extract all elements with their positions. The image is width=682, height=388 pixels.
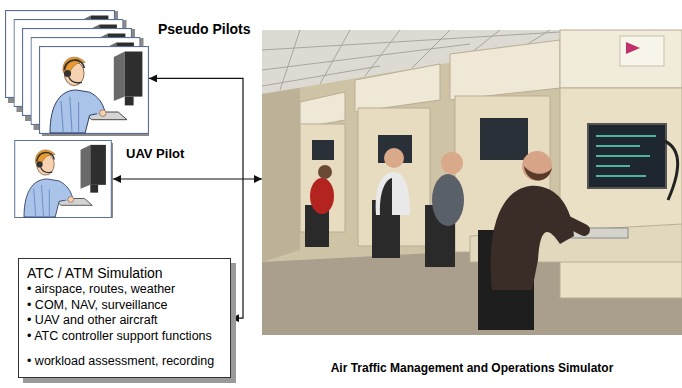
operator	[491, 186, 574, 290]
console-hood	[560, 30, 682, 88]
pilot-icon	[40, 47, 149, 134]
operator	[432, 174, 464, 226]
connector-arrow	[113, 178, 262, 179]
operator-vest	[380, 178, 392, 215]
console-cabinet	[560, 88, 682, 298]
bullet-item: • UAV and other aircraft	[27, 313, 218, 329]
console-screen	[588, 124, 666, 188]
operator	[376, 172, 410, 215]
poster-mark	[626, 42, 640, 54]
pilot-icon-box: UAV Pilot	[13, 140, 113, 218]
radar-display	[596, 136, 656, 176]
wall-poster	[620, 36, 664, 66]
photo-wall	[262, 30, 682, 335]
simulation-box: ATC / ATM Simulation• airspace, routes, …	[18, 258, 231, 378]
bullet-item: • COM, NAV, surveillance	[27, 298, 218, 314]
operator-head	[522, 151, 552, 181]
operator	[310, 178, 334, 214]
microphone-gooseneck	[662, 140, 678, 200]
group-heading: Pseudo Pilots	[158, 21, 251, 37]
pseudo-pilots-group: Pseudo Pilots	[5, 8, 149, 136]
console-hood	[450, 40, 560, 100]
operator-arm	[548, 212, 584, 230]
operator-head	[384, 148, 404, 168]
photo-side-wall	[262, 88, 300, 262]
photo-caption: Air Traffic Management and Operations Si…	[262, 361, 682, 375]
console-screen	[480, 118, 528, 160]
box-heading: ATC / ATM Simulation	[27, 264, 218, 282]
operator-head	[441, 152, 463, 174]
role-heading: UAV Pilot	[126, 146, 184, 161]
console-hood	[300, 92, 345, 128]
bullet-item: • workload assessment, recording	[27, 354, 218, 370]
operator-head	[318, 165, 332, 179]
bullet-item: • airspace, routes, weather	[27, 282, 218, 298]
photo-frame: Air Traffic Management and Operations Si…	[262, 30, 682, 335]
bullet-item: • ATC controller support functions	[27, 329, 218, 345]
console-screen	[312, 140, 334, 160]
console-hood	[355, 64, 440, 112]
pilot-icon	[15, 140, 112, 217]
operator-beard	[524, 166, 552, 181]
